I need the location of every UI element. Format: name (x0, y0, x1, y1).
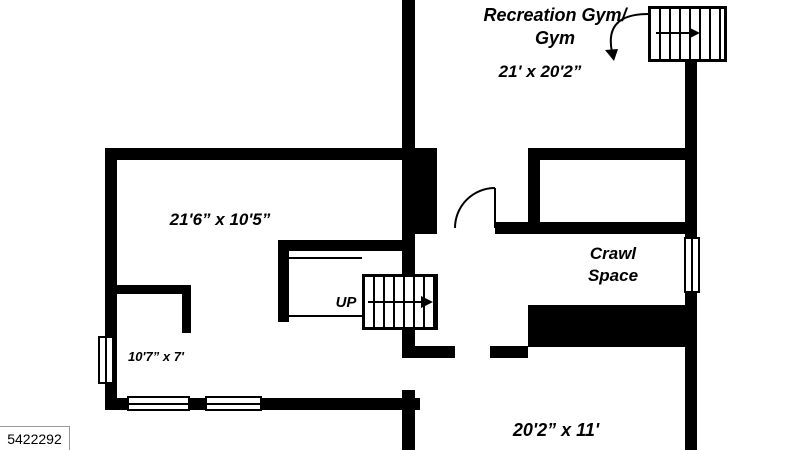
window-icon-bottom-1 (127, 396, 190, 411)
window-pane-line (105, 338, 107, 382)
window-icon-bottom-2 (205, 396, 262, 411)
room-label-crawl-line1: Crawl (589, 244, 637, 263)
stair-treads (365, 277, 435, 327)
window-pane-line (691, 239, 693, 291)
room-label-gym-line1: Recreation Gym/ (483, 5, 627, 25)
wall-stair-side (278, 240, 289, 322)
wall-alcove-vertical (182, 285, 191, 333)
wall-stair-top (278, 240, 402, 251)
room-dims-alcove: 10'7” x 7' (127, 349, 185, 364)
crawlspace-solid-band (528, 305, 697, 347)
window-icon-right (684, 237, 700, 293)
stair-treads (651, 9, 724, 59)
window-pane-line (129, 402, 188, 405)
listing-id-watermark: 5422292 (0, 426, 70, 450)
room-dims-main: 21'6” x 10'5” (169, 210, 271, 229)
wall-mainroom-top (105, 148, 437, 160)
room-dims-lower: 20'2” x 11' (512, 420, 600, 440)
wall-lowerroom-top-left (402, 346, 455, 358)
chimney-block (402, 160, 437, 234)
room-label-crawl-line2: Space (587, 266, 639, 286)
wall-crawl-top (495, 222, 697, 234)
wall-alcove-horizontal (111, 285, 191, 294)
wall-divider-vertical (528, 148, 540, 234)
room-dims-gym: 21' x 20'2” (498, 62, 582, 81)
room-label-crawl: Crawl Space (548, 243, 678, 287)
room-label-gym: Recreation Gym/ Gym (440, 4, 670, 51)
room-label-gym-line2: Gym (534, 28, 576, 49)
wall-gym-left (402, 0, 415, 160)
window-pane-line (207, 402, 260, 405)
wall-gym-bottom (528, 148, 697, 160)
staircase-icon-up (362, 274, 438, 330)
stairs-up-label: UP (335, 294, 357, 311)
staircase-icon-top-right (648, 6, 727, 62)
door-arc-icon (454, 187, 496, 229)
wall-lowerroom-top-right (490, 346, 528, 358)
window-icon-left (98, 336, 114, 384)
wall-mid-vertical-lower (402, 390, 415, 450)
